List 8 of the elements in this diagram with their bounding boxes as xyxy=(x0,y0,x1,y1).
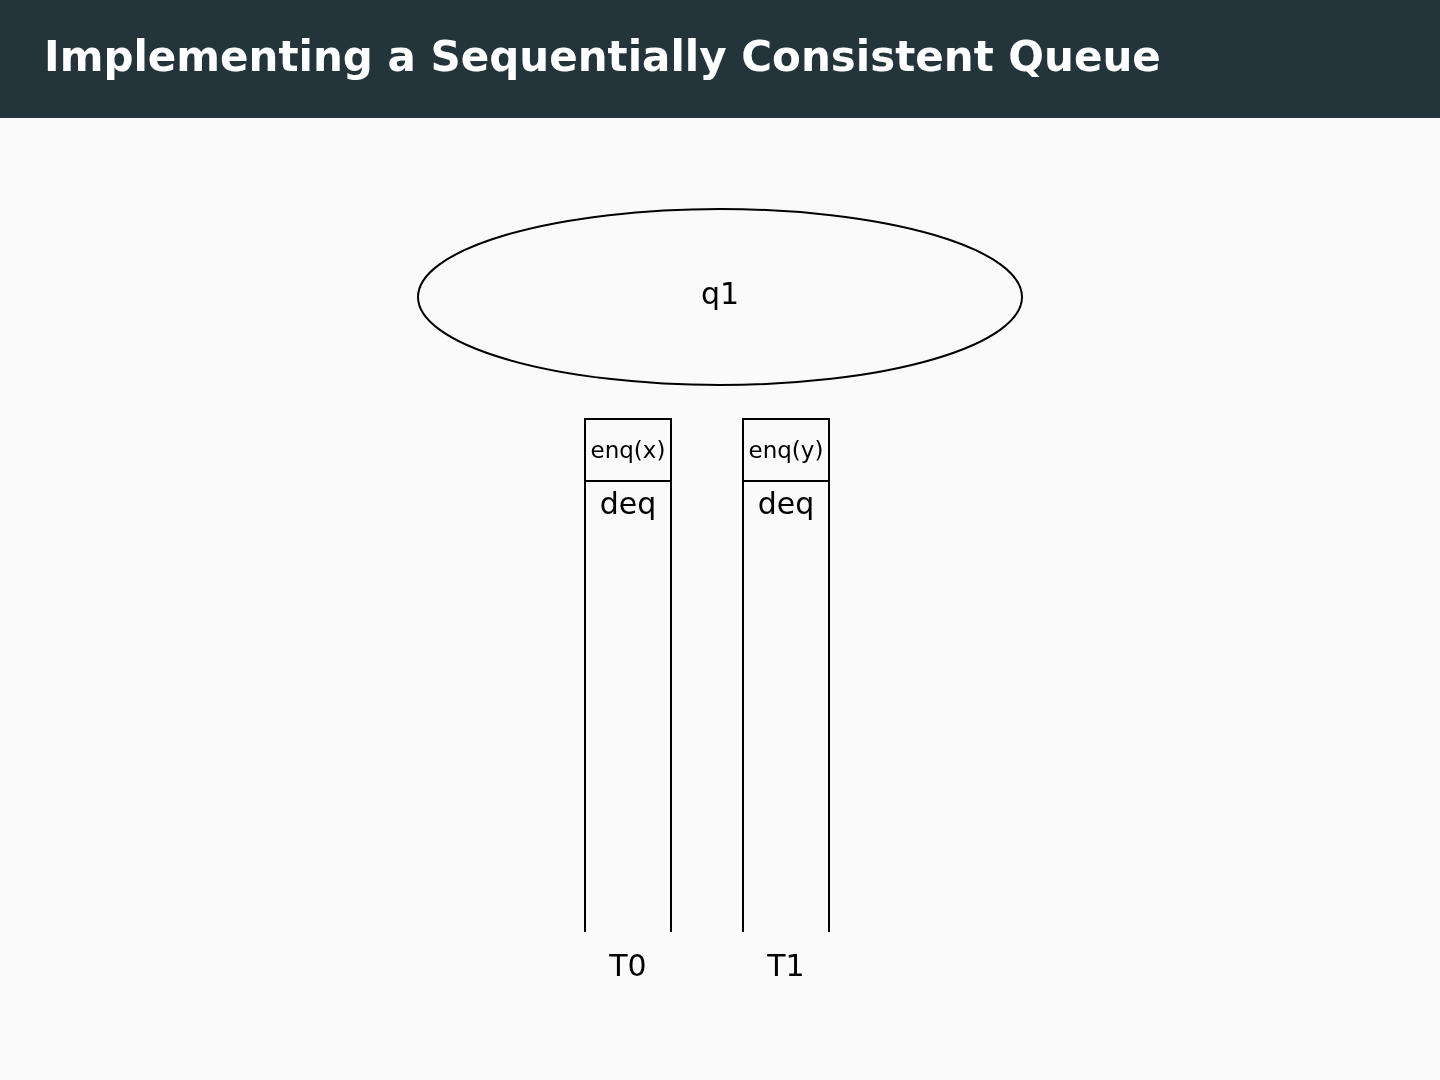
slide-title: Implementing a Sequentially Consistent Queue xyxy=(44,32,1161,81)
operation-label: deq xyxy=(584,486,672,521)
operation-label: deq xyxy=(742,486,830,521)
queue-name: q1 xyxy=(700,276,740,311)
operation-box: enq(y) xyxy=(742,418,830,482)
operation-box: enq(x) xyxy=(584,418,672,482)
thread-name: T1 xyxy=(766,948,806,983)
thread-name: T0 xyxy=(608,948,648,983)
